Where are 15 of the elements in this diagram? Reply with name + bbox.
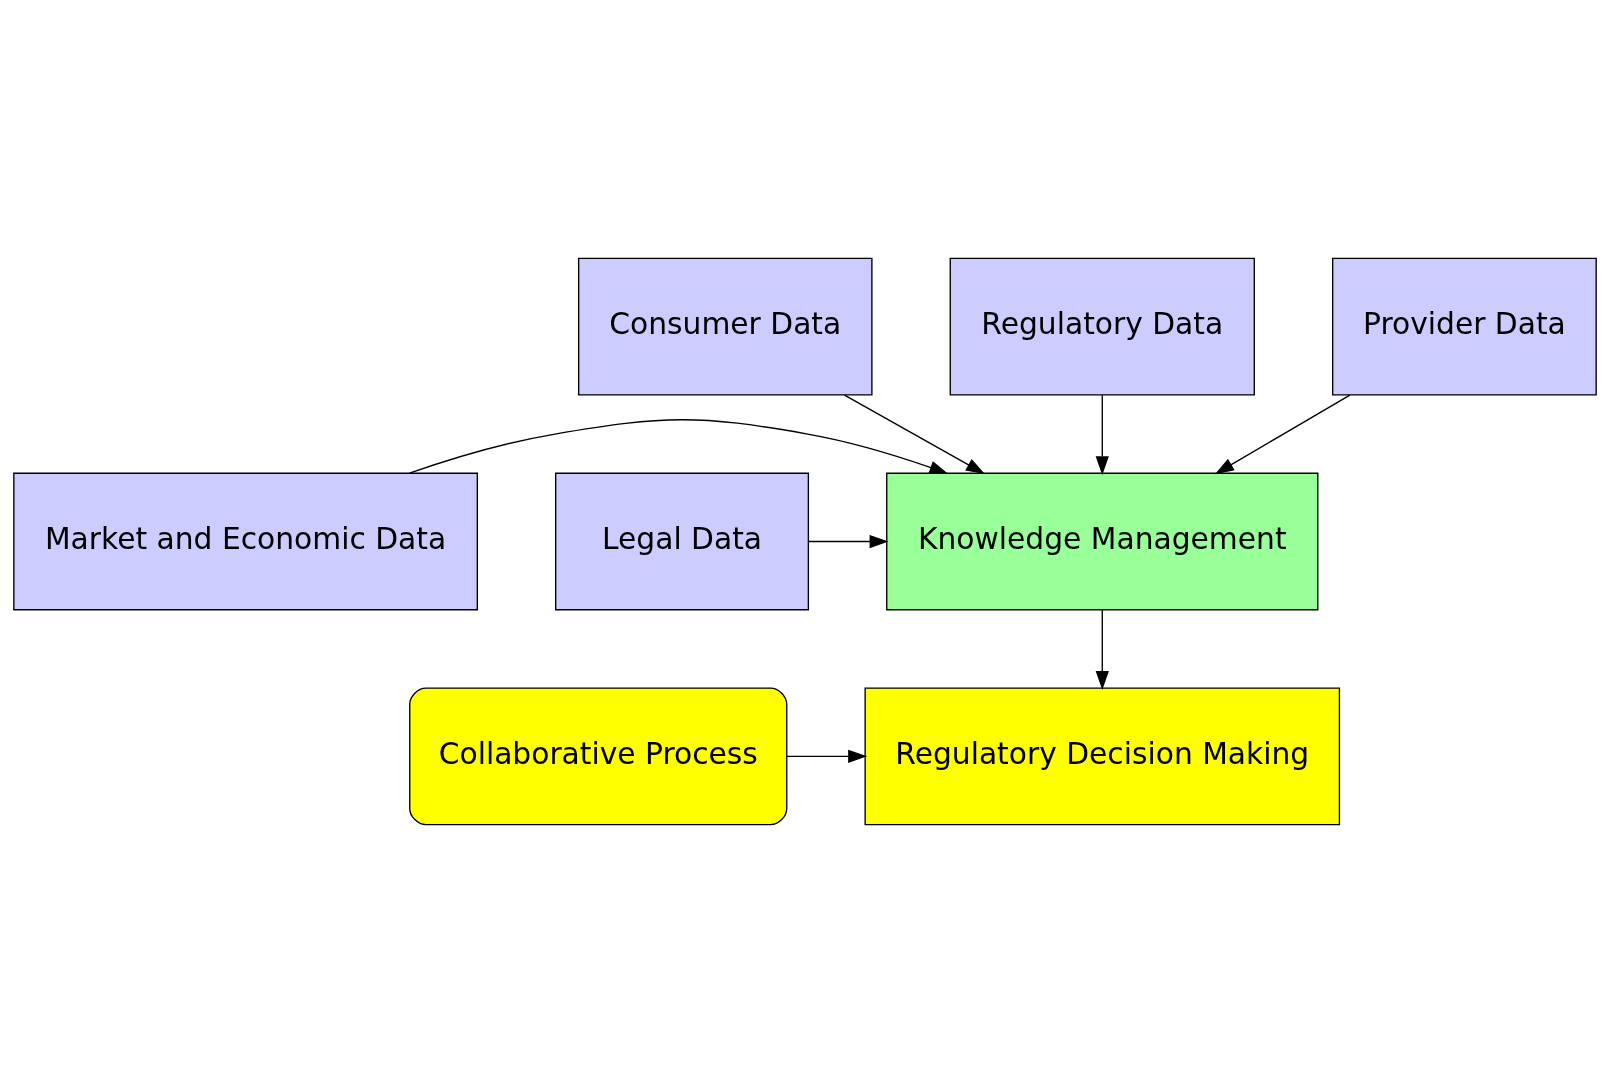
arrow bbox=[1214, 393, 1351, 474]
node-box: Collaborative Process bbox=[409, 686, 788, 825]
arrow bbox=[807, 534, 889, 548]
node-box: Regulatory Data bbox=[949, 257, 1255, 396]
arrow bbox=[786, 749, 868, 763]
node-box: Legal Data bbox=[555, 472, 810, 610]
arrow bbox=[1095, 608, 1109, 690]
arrow bbox=[843, 393, 985, 474]
node-box: Consumer Data bbox=[578, 257, 873, 396]
arrow bbox=[408, 418, 949, 474]
node-box: Knowledge Management bbox=[886, 472, 1319, 610]
arrow bbox=[1095, 393, 1109, 475]
node-box: Provider Data bbox=[1332, 257, 1597, 396]
node-box: Market and Economic Data bbox=[13, 472, 478, 610]
node-box: Regulatory Decision Making bbox=[864, 686, 1341, 825]
